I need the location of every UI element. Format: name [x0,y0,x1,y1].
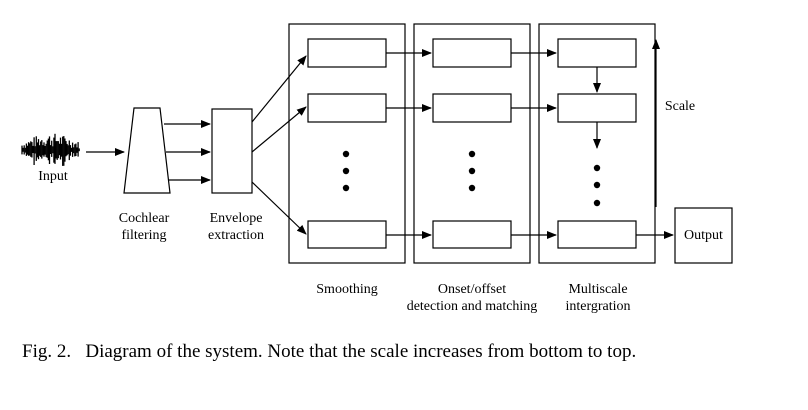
system-diagram [21,23,733,264]
figure-number: Fig. 2. [22,341,72,362]
multiscale-block [557,93,637,123]
envelope-to-smoothing-arrow [251,181,307,235]
smoothing-filter-block [307,38,387,68]
cochlear-filter-block [123,107,171,194]
onset-offset-block [432,38,512,68]
multiscale-blocks [557,38,637,249]
envelope-to-smoothing-arrow [251,55,307,123]
caption-text: Diagram of the system. Note that the sca… [85,341,637,362]
output-label: Output [684,228,723,243]
output-block [674,207,733,264]
multiscale-stage-frame [538,23,656,264]
onset-offset-label: Onset/offset detection and matching [406,282,538,314]
envelope-extraction-label: Envelope extraction [208,211,264,243]
multiscale-block [557,38,637,68]
onset-offset-block [432,93,512,123]
multiscale-block [557,220,637,249]
onset-offset-blocks [432,38,512,249]
onset-offset-stage-frame [413,23,531,264]
smoothing-filter-block [307,220,387,249]
figure-caption: Fig. 2. Diagram of the system. Note that… [22,340,782,363]
envelope-to-smoothing-arrow [251,106,307,153]
onset-offset-block [432,220,512,249]
multiscale-integration-label: Multiscale intergration [565,282,631,314]
smoothing-stage-frame [288,23,406,264]
input-waveform-icon [21,133,80,166]
input-label: Input [38,169,68,184]
ellipsis-dots [342,150,601,207]
smoothing-filters [307,38,387,249]
smoothing-filter-block [307,93,387,123]
cochlear-filtering-label: Cochlear filtering [118,211,170,243]
smoothing-label: Smoothing [316,282,378,297]
envelope-extraction-block [211,108,253,194]
scale-label: Scale [664,99,696,114]
